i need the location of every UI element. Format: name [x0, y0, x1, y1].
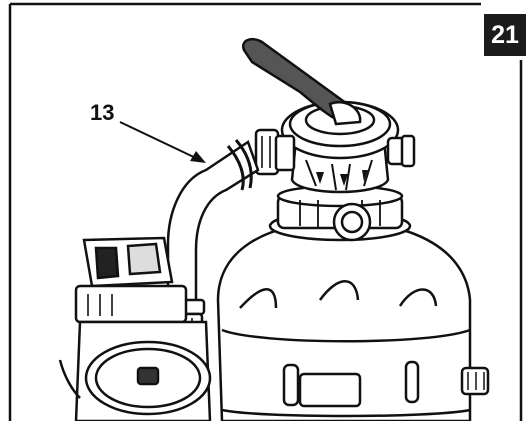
filter-tank [216, 220, 472, 421]
callout-label: 13 [90, 100, 115, 125]
figure-frame [8, 2, 523, 421]
multiport-valve-handle [241, 38, 362, 126]
hose [166, 140, 260, 320]
strainer-lid [84, 340, 212, 416]
hose-clamp [226, 139, 253, 191]
drain-plug [460, 366, 490, 396]
valve-inlet-fitting [254, 128, 296, 176]
step-number-badge: 21 [484, 14, 526, 56]
callout-leader [119, 121, 206, 163]
side-port [332, 202, 372, 242]
multiport-valve [280, 100, 416, 194]
